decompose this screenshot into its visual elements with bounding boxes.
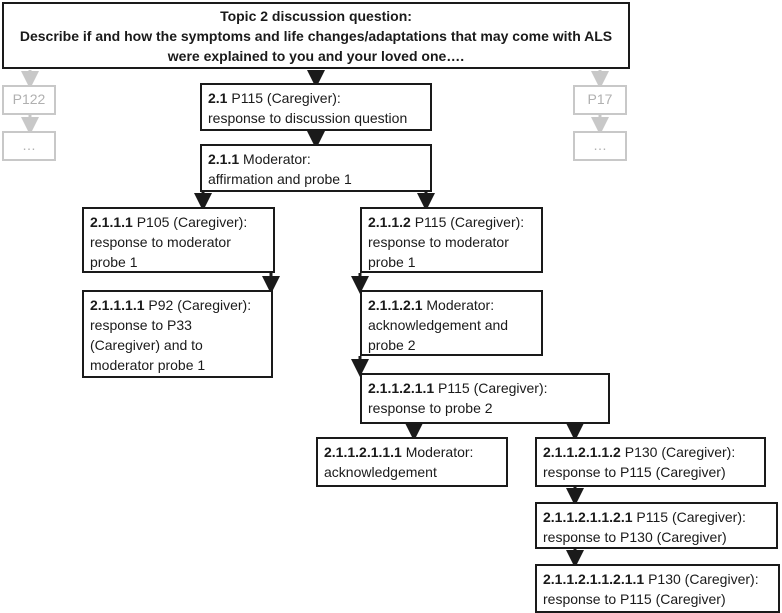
node-description: probe 1 bbox=[90, 254, 138, 270]
node-id: 2.1.1.2.1.1.2 bbox=[543, 444, 621, 460]
node-id: 2.1 bbox=[208, 90, 228, 106]
node-2-1-1-2-1-1-2-1: 2.1.1.2.1.1.2.1 P115 (Caregiver): respon… bbox=[535, 502, 778, 549]
node-description: probe 1 bbox=[368, 254, 416, 270]
node-description: probe 2 bbox=[368, 337, 416, 353]
topic-question-line-2: were explained to you and your loved one… bbox=[167, 48, 465, 64]
node-speaker: P115 (Caregiver): bbox=[632, 509, 746, 525]
node-id: 2.1.1.2.1.1.1 bbox=[324, 444, 402, 460]
node-2-1-1-1-1: 2.1.1.1.1 P92 (Caregiver): response to P… bbox=[82, 290, 273, 378]
node-2-1-1-2-1-1-2-1-1: 2.1.1.2.1.1.2.1.1 P130 (Caregiver): resp… bbox=[535, 564, 780, 613]
node-description: acknowledgement bbox=[324, 464, 437, 480]
node-2-1: 2.1 P115 (Caregiver): response to discus… bbox=[200, 83, 432, 131]
node-description: response to discussion question bbox=[208, 110, 408, 126]
node-speaker: P130 (Caregiver): bbox=[644, 571, 759, 587]
node-id: 2.1.1.1 bbox=[90, 214, 133, 230]
node-speaker: Moderator: bbox=[239, 151, 311, 167]
node-description: response to P33 bbox=[90, 317, 192, 333]
node-speaker: P130 (Caregiver): bbox=[620, 444, 736, 460]
node-speaker: P105 (Caregiver): bbox=[132, 214, 248, 230]
topic-question-line-1: Describe if and how the symptoms and lif… bbox=[19, 28, 613, 44]
node-speaker: Moderator: bbox=[422, 297, 495, 313]
side-node-right-ellipsis: … bbox=[573, 131, 627, 161]
node-2-1-1-1: 2.1.1.1 P105 (Caregiver): response to mo… bbox=[82, 207, 275, 273]
side-node-p17: P17 bbox=[573, 85, 627, 115]
side-node-p122: P122 bbox=[2, 85, 56, 115]
node-speaker: P115 (Caregiver): bbox=[410, 214, 525, 230]
topic-title: Topic 2 discussion question: bbox=[220, 8, 412, 24]
node-description: response to P115 (Caregiver) bbox=[543, 464, 726, 480]
node-2-1-1-2-1-1-2: 2.1.1.2.1.1.2 P130 (Caregiver): response… bbox=[535, 437, 766, 487]
node-id: 2.1.1.2.1 bbox=[368, 297, 423, 313]
node-id: 2.1.1 bbox=[208, 151, 240, 167]
node-speaker: P115 (Caregiver): bbox=[227, 90, 341, 106]
node-2-1-1-2-1: 2.1.1.2.1 Moderator: acknowledgement and… bbox=[360, 290, 543, 356]
node-2-1-1-2-1-1: 2.1.1.2.1.1 P115 (Caregiver): response t… bbox=[360, 373, 610, 424]
node-2-1-1: 2.1.1 Moderator: affirmation and probe 1 bbox=[200, 144, 432, 192]
node-description: affirmation and probe 1 bbox=[208, 171, 352, 187]
node-description: response to probe 2 bbox=[368, 400, 493, 416]
node-speaker: P92 (Caregiver): bbox=[144, 297, 252, 313]
node-description: response to P115 (Caregiver) bbox=[543, 591, 726, 607]
node-id: 2.1.1.2.1.1.2.1.1 bbox=[543, 571, 645, 587]
node-description: response to P130 (Caregiver) bbox=[543, 529, 727, 545]
node-speaker: P115 (Caregiver): bbox=[434, 380, 548, 396]
node-description: response to moderator bbox=[368, 234, 509, 250]
node-id: 2.1.1.2 bbox=[368, 214, 411, 230]
node-description: acknowledgement and bbox=[368, 317, 509, 333]
node-speaker: Moderator: bbox=[401, 444, 474, 460]
node-id: 2.1.1.2.1.1 bbox=[368, 380, 435, 396]
node-2-1-1-2-1-1-1: 2.1.1.2.1.1.1 Moderator: acknowledgement bbox=[316, 437, 508, 487]
node-id: 2.1.1.2.1.1.2.1 bbox=[543, 509, 633, 525]
node-description: moderator probe 1 bbox=[90, 357, 206, 373]
node-description: (Caregiver) and to bbox=[90, 337, 203, 353]
node-2-1-1-2: 2.1.1.2 P115 (Caregiver): response to mo… bbox=[360, 207, 543, 273]
node-id: 2.1.1.1.1 bbox=[90, 297, 145, 313]
side-node-left-ellipsis: … bbox=[2, 131, 56, 161]
topic-question-box: Topic 2 discussion question: Describe if… bbox=[2, 2, 630, 69]
node-description: response to moderator bbox=[90, 234, 231, 250]
